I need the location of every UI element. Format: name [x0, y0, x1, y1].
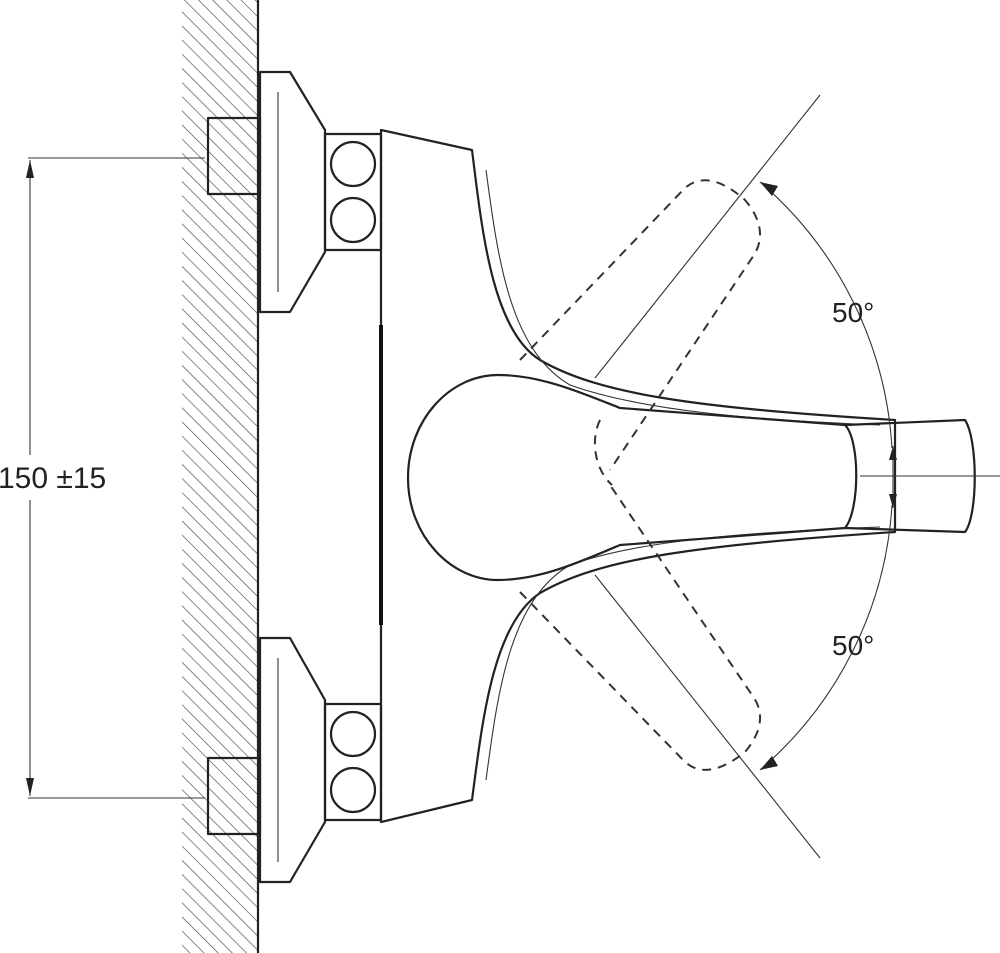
upper-connector	[206, 70, 383, 314]
angle-label-upper: 50°	[832, 297, 874, 328]
dimension-label: 150 ±15	[0, 462, 106, 495]
wall	[182, 0, 260, 953]
angle-indicator	[594, 94, 893, 859]
dimension-line	[26, 157, 205, 799]
mixer-body	[379, 128, 897, 824]
lever-rotated-down	[519, 484, 762, 771]
angle-label-lower: 50°	[832, 630, 874, 661]
lever-handle	[406, 373, 1000, 582]
lever-rotated-up	[519, 179, 762, 486]
